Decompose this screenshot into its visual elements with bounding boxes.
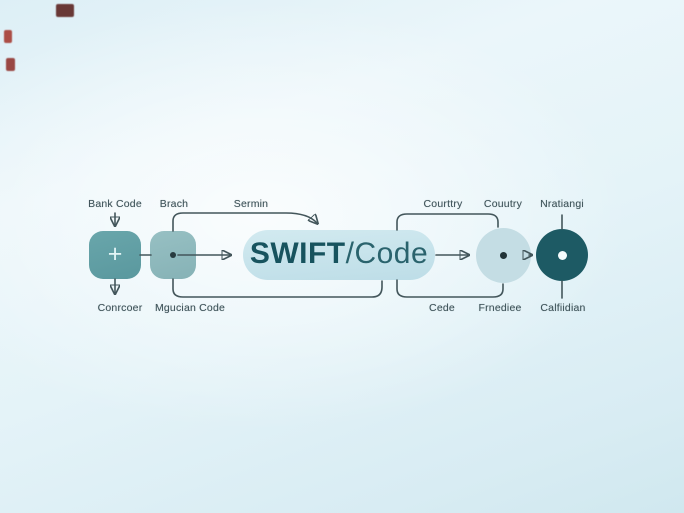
label-cede: Cede xyxy=(429,302,455,314)
code-text: /Code xyxy=(345,237,429,270)
red-artifact-mark xyxy=(56,4,74,17)
bank-code-node: + xyxy=(89,231,141,279)
label-mgucian-code: Mgucian Code xyxy=(154,302,226,314)
swift-code-pill: SWIFT/Code xyxy=(243,230,435,280)
arc-sermin-to-pill xyxy=(172,212,317,232)
label-calfiidian: Calfiidian xyxy=(540,302,586,314)
dot-icon xyxy=(500,252,507,259)
arc-pill-to-circle-top xyxy=(396,213,499,231)
plus-icon: + xyxy=(107,239,123,268)
red-artifact-mark xyxy=(6,58,15,71)
label-frnediee: Frnediee xyxy=(478,302,522,314)
label-branch: Brach xyxy=(159,198,189,210)
branch-code-node xyxy=(150,231,196,279)
label-sermin: Sermin xyxy=(233,198,269,210)
label-country-b: Couutry xyxy=(483,198,523,210)
label-country-a: Courttry xyxy=(423,198,463,210)
swift-code-title: SWIFT/Code xyxy=(250,237,428,271)
arc-branch-to-pill-bottom xyxy=(172,278,383,298)
swift-text: SWIFT xyxy=(249,237,346,270)
country-code-node xyxy=(476,228,531,283)
rating-node xyxy=(536,229,588,281)
label-conrcoer: Conrcoer xyxy=(97,302,143,314)
red-artifact-mark xyxy=(4,30,12,43)
white-dot-icon xyxy=(557,250,567,260)
label-bank-code: Bank Code xyxy=(88,198,142,210)
label-nratings: Nratiangi xyxy=(540,198,584,210)
dot-icon xyxy=(170,252,176,258)
arc-pill-to-circle-bottom xyxy=(396,279,504,298)
